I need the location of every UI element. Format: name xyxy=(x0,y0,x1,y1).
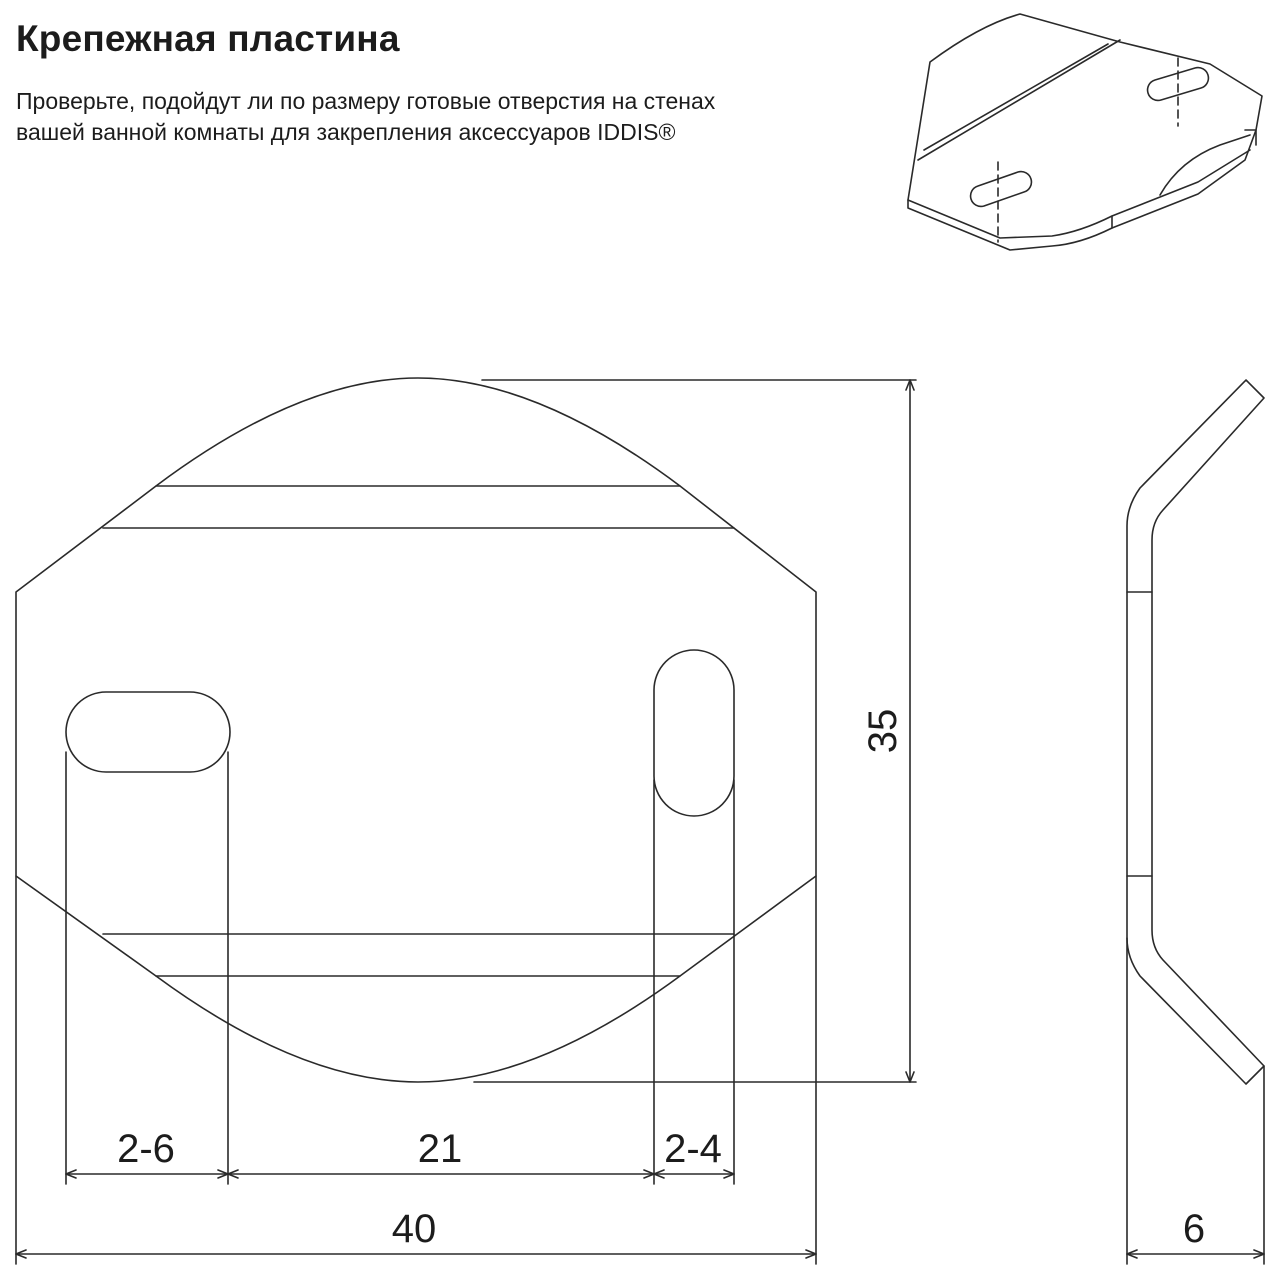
plate-side-outline xyxy=(1126,379,1265,1085)
plate-3d-outline xyxy=(907,13,1263,251)
page-description: Проверьте, подойдут ли по размеру готовы… xyxy=(16,86,816,148)
slot-vertical xyxy=(653,649,735,817)
plate-3d-slot-2 xyxy=(1146,66,1210,102)
plate-3d-view xyxy=(907,13,1263,251)
dimension-labels: 35 2-6 21 2-4 40 6 xyxy=(117,709,1205,1251)
plate-front-view xyxy=(15,377,817,1083)
plate-side-view xyxy=(1126,379,1265,1265)
dim-label-right-slot: 2-4 xyxy=(664,1127,722,1171)
dim-label-height: 35 xyxy=(861,709,905,754)
plate-3d-slot-1 xyxy=(969,170,1033,208)
front-dimensions xyxy=(15,379,917,1265)
dim-label-left-slot: 2-6 xyxy=(117,1127,175,1171)
description-line-2: вашей ванной комнаты для закрепления акс… xyxy=(16,119,676,145)
dim-label-width: 40 xyxy=(392,1207,437,1251)
dim-label-thickness: 6 xyxy=(1183,1207,1205,1251)
slot-horizontal xyxy=(65,691,231,773)
plate-3d-curl xyxy=(1159,134,1251,196)
dim-label-center-spacing: 21 xyxy=(418,1127,463,1171)
page-title: Крепежная пластина xyxy=(16,18,400,59)
plate-3d-bend-2 xyxy=(923,43,1109,151)
plate-3d-bend xyxy=(917,39,1121,161)
description-line-1: Проверьте, подойдут ли по размеру готовы… xyxy=(16,88,716,114)
plate-3d-side xyxy=(1244,129,1257,146)
